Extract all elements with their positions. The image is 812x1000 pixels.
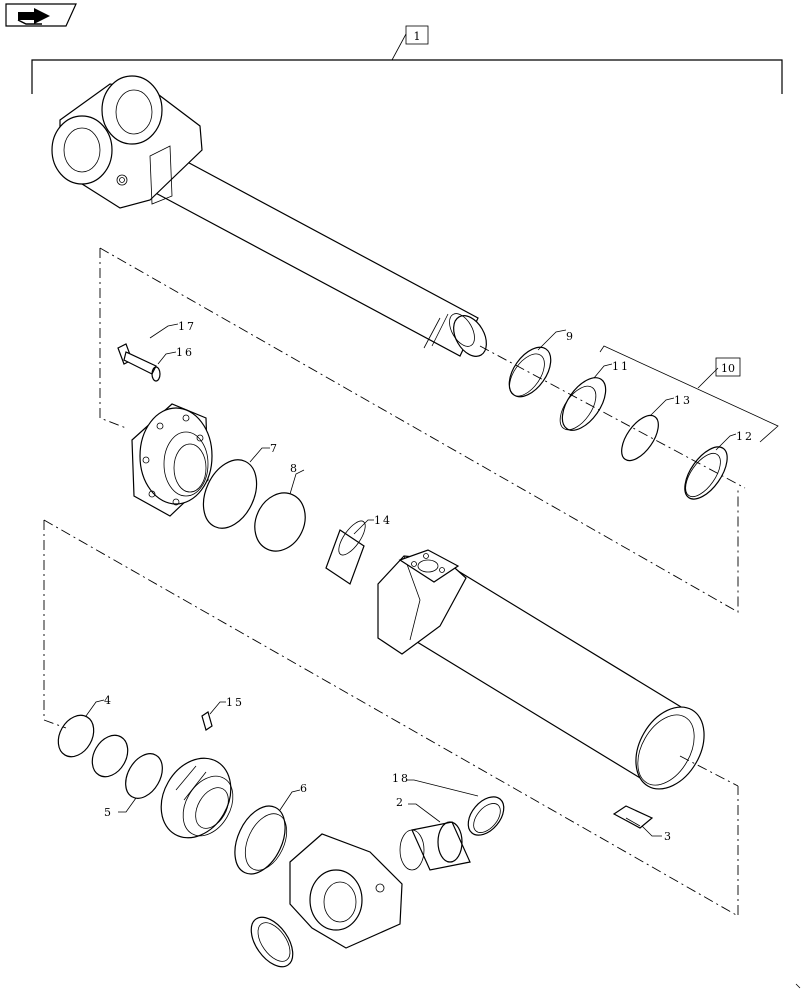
callout-label: 11 [612,360,630,373]
upper-assembly-guide-2 [99,247,739,613]
upper-assembly-guide [99,248,127,429]
callout-label: 12 [736,430,754,443]
callout-label: 14 [374,514,392,527]
rod-clevis-eye [51,75,203,209]
seal-kit-bracket [599,345,779,443]
seal-ring-13: 13 [621,394,692,462]
callout-1: 1 [405,25,429,45]
seal-ring-11: 11 [559,360,630,431]
callout-label: 4 [104,694,113,707]
piston-ring-4: 4 [57,694,129,778]
piston-ring-5: 5 [104,753,163,819]
callout-box [715,357,741,377]
barrel-centerline [679,755,739,787]
bottom-seal-ring [250,916,294,968]
callout-label: 8 [290,462,299,475]
callout-label: 6 [300,782,309,795]
callout-label: 13 [674,394,692,407]
piston [160,757,234,839]
bearing-ring-6: 6 [234,782,309,875]
callout-label: 3 [664,830,673,843]
lower-assembly-guide [43,520,67,729]
corner-mark [795,983,801,989]
bushing-2: 2 [396,796,471,871]
wear-band-14: 14 [325,514,392,585]
callout-label: 16 [176,346,194,359]
assembly-bracket [31,33,783,94]
callout-label: 10 [721,362,735,375]
gland-head [131,403,213,517]
next-page-arrow-icon[interactable] [5,3,77,27]
seal-ring-9: 9 [508,329,575,398]
callout-box [405,25,429,45]
callout-10: 10 [715,357,741,377]
bolt-17: 17 [117,320,196,375]
callout-label: 17 [178,320,196,333]
base-end-cap [289,833,403,949]
clip-3: 3 [612,805,673,843]
callout-label: 7 [270,442,279,455]
cylinder-barrel [377,549,705,790]
backup-ring-8: 8 [254,462,306,552]
callout-label: 1 [414,30,421,43]
lower-assembly-guide-2 [43,519,739,917]
o-ring-7: 7 [202,442,279,529]
callout-label: 9 [566,330,575,343]
callout-label: 18 [392,772,410,785]
seal-18: 18 [392,772,505,836]
washer-16: 16 [151,346,194,382]
callout-label: 15 [226,696,244,709]
piston-rod [149,149,487,357]
callout-label: 5 [104,806,113,819]
seal-ring-12: 12 [684,430,754,500]
callout-label: 2 [396,796,405,809]
set-screw-15: 15 [201,696,244,731]
